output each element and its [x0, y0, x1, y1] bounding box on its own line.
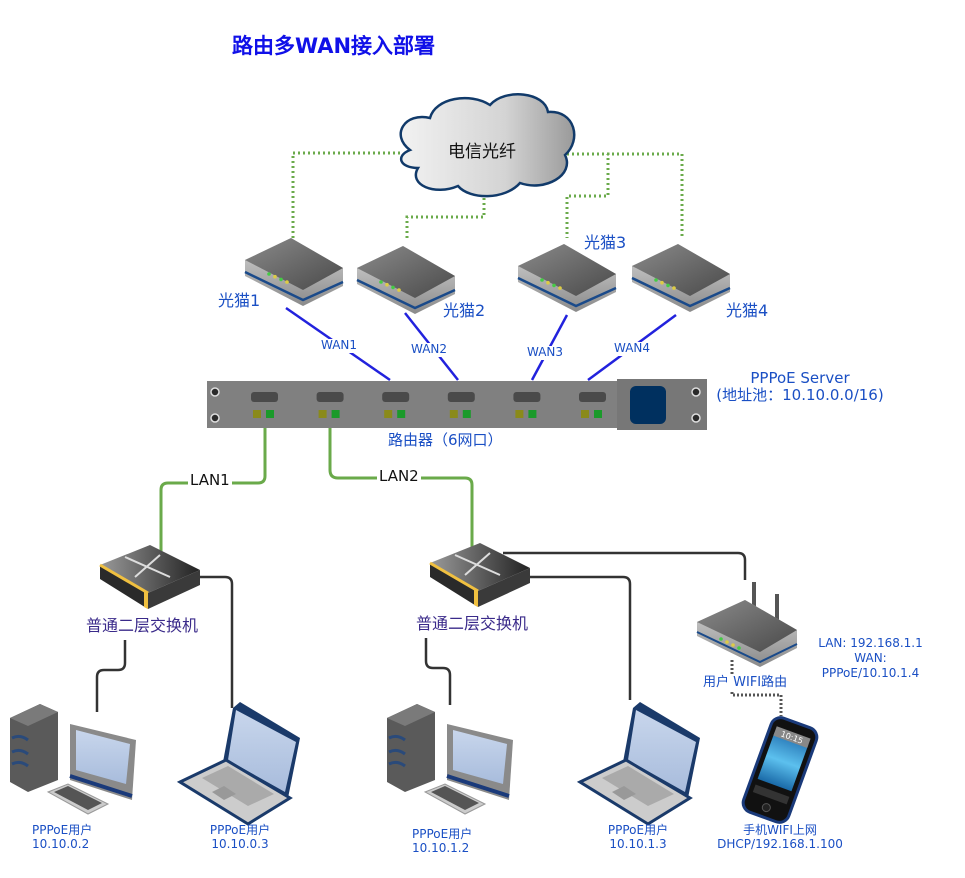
switch-2-icon [429, 543, 530, 607]
wifi-router-label: 用户 WIFI路由 [703, 675, 788, 691]
router-port-6 [579, 392, 606, 418]
client-group [10, 702, 700, 826]
ethernet-cables [95, 551, 747, 712]
pppoe-address-pool: (地址池：10.10.0.0/16) [716, 386, 884, 405]
switch-group [99, 543, 530, 609]
switch-label-2: 普通二层交换机 [416, 614, 529, 633]
cable-sw2-desktop2 [424, 638, 452, 705]
switch-1-icon [99, 545, 200, 609]
wifi-router-info: LAN: 192.168.1.1 WAN: PPPoE/10.10.1.4 [808, 636, 933, 681]
ont-1-icon [244, 238, 344, 306]
phone-usage: 手机WIFI上网 [743, 823, 817, 837]
diagram-title: 路由多WAN接入部署 [232, 34, 436, 58]
ont-2-icon [356, 246, 456, 314]
client-label-3: PPPoE用户 10.10.1.2 [412, 827, 473, 856]
wan-label-3: WAN3 [527, 345, 564, 360]
router-port-5 [513, 392, 541, 418]
wan-label-2: WAN2 [411, 342, 448, 357]
cable-sw2-wifi [503, 551, 747, 580]
client-label-1: PPPoE用户 10.10.0.2 [32, 823, 93, 852]
client-3-ip: 10.10.1.2 [412, 840, 470, 855]
ont-label-2: 光猫2 [443, 301, 486, 320]
client-3-desktop-icon [387, 704, 513, 815]
wifi-router-lan: LAN: 192.168.1.1 [818, 636, 923, 650]
lan-label-1: LAN1 [188, 471, 232, 490]
wan-label-4: WAN4 [614, 341, 651, 356]
client-4-ip: 10.10.1.3 [609, 836, 667, 851]
client-1-type: PPPoE用户 [32, 823, 93, 837]
phone-ip: DHCP/192.168.1.100 [717, 836, 843, 851]
router-port-4 [447, 392, 475, 418]
client-3-type: PPPoE用户 [412, 827, 473, 841]
wifi-router-wan-value: PPPoE/10.10.1.4 [821, 666, 920, 680]
fiber-link-ont4 [567, 152, 684, 238]
fiber-links [291, 151, 684, 240]
cloud-label: 电信光纤 [448, 142, 516, 162]
pppoe-server-label: PPPoE Server (地址池：10.10.0.0/16) [705, 369, 895, 405]
ont-label-4: 光猫4 [726, 301, 769, 320]
router-chassis [207, 379, 707, 430]
client-4-type: PPPoE用户 [607, 823, 669, 837]
switch-label-1: 普通二层交换机 [86, 616, 199, 635]
router-port-1 [251, 392, 278, 418]
pppoe-server-title: PPPoE Server [750, 369, 850, 387]
wifi-router-wan-label: WAN: [854, 651, 887, 665]
fiber-cloud-icon [399, 93, 576, 198]
ont-group [244, 238, 731, 314]
wifi-router-icon [696, 582, 798, 667]
client-label-4: PPPoE用户 10.10.1.3 [598, 823, 678, 852]
router-port-2 [316, 392, 344, 418]
ont-label-1: 光猫1 [218, 291, 261, 310]
client-2-ip: 10.10.0.3 [211, 836, 269, 851]
client-4-laptop-icon [576, 702, 700, 826]
fiber-link-ont2 [405, 198, 486, 240]
lan-label-2: LAN2 [377, 467, 421, 486]
cable-sw1-laptop1 [200, 575, 234, 708]
fiber-link-ont1 [291, 151, 400, 240]
client-label-2: PPPoE用户 10.10.0.3 [200, 823, 280, 852]
cable-sw1-desktop1 [95, 640, 127, 712]
client-1-ip: 10.10.0.2 [32, 836, 90, 851]
ont-label-3: 光猫3 [584, 233, 627, 252]
fiber-link-ont3 [565, 152, 610, 238]
phone-label: 手机WIFI上网 DHCP/192.168.1.100 [705, 823, 855, 852]
ont-4-icon [631, 244, 731, 312]
router-panel [630, 386, 666, 424]
ont-3-icon [517, 244, 617, 312]
client-2-type: PPPoE用户 [209, 823, 271, 837]
router-port-3 [382, 392, 410, 418]
wan-label-1: WAN1 [321, 338, 358, 353]
client-2-laptop-icon [176, 702, 300, 826]
client-1-desktop-icon [10, 704, 136, 815]
cable-sw2-laptop2 [530, 575, 632, 700]
phone-icon: 10:15 [741, 716, 819, 824]
router-label: 路由器（6网口） [388, 431, 503, 449]
